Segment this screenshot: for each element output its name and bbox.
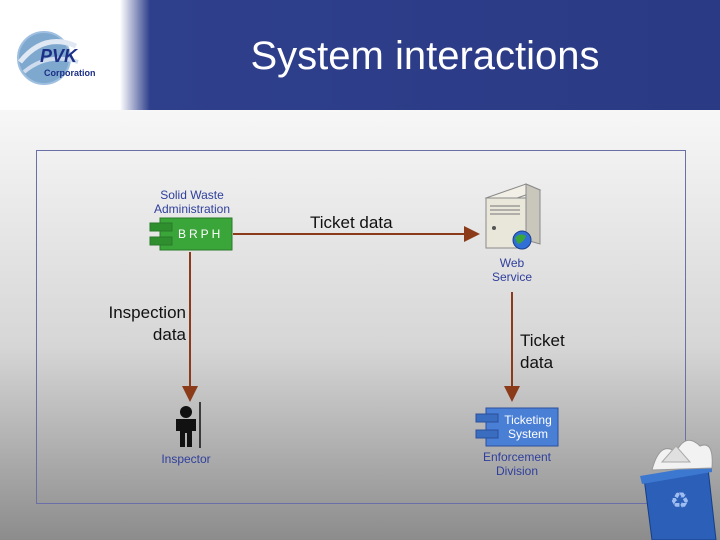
web-server-icon bbox=[484, 183, 542, 250]
recycle-bin-image: ♻ bbox=[640, 439, 717, 540]
inspector-label: Inspector bbox=[161, 452, 211, 466]
ticketing-system-component bbox=[475, 407, 559, 447]
inspection-data-label: Inspection data bbox=[96, 302, 187, 346]
pvk-logo: PVK Corporation bbox=[14, 22, 106, 88]
diagram-frame bbox=[36, 150, 686, 504]
web-service-line-1: Web bbox=[499, 256, 525, 270]
page-title: System interactions bbox=[250, 34, 600, 78]
swa-label-line-1: Solid Waste bbox=[160, 188, 224, 202]
web-service-line-2: Service bbox=[491, 270, 532, 284]
enforcement-division-label: Enforcement Division bbox=[470, 450, 564, 478]
swa-label: Solid Waste Administration bbox=[140, 188, 244, 216]
slide-background bbox=[0, 110, 720, 540]
ticketing-system-label: Ticketing System bbox=[498, 413, 558, 441]
enforcement-line-2: Division bbox=[495, 464, 538, 478]
inspector-person-icon bbox=[176, 402, 201, 448]
brph-component bbox=[149, 217, 233, 251]
ticket-data-right-line-2: data bbox=[520, 353, 554, 372]
brph-label: BRPH bbox=[178, 227, 224, 241]
ticket-data-right-line-1: Ticket bbox=[520, 331, 565, 350]
enforcement-line-1: Enforcement bbox=[482, 450, 552, 464]
recycle-icon: ♻ bbox=[670, 489, 690, 514]
logo-text-corporation: Corporation bbox=[44, 68, 96, 78]
ticketing-line-2: System bbox=[507, 427, 548, 441]
logo-text-pvk: PVK bbox=[40, 46, 79, 66]
header-bar: PVK Corporation System interactions bbox=[0, 0, 720, 110]
ticket-data-top-label: Ticket data bbox=[310, 213, 393, 232]
ticket-data-right-label: Ticket data bbox=[520, 330, 565, 374]
inspection-data-line-1: Inspection bbox=[108, 303, 187, 322]
ticketing-line-1: Ticketing bbox=[504, 413, 552, 427]
inspection-data-line-2: data bbox=[152, 325, 186, 344]
web-service-label: Web Service bbox=[474, 256, 550, 284]
swa-label-line-2: Administration bbox=[153, 202, 231, 216]
